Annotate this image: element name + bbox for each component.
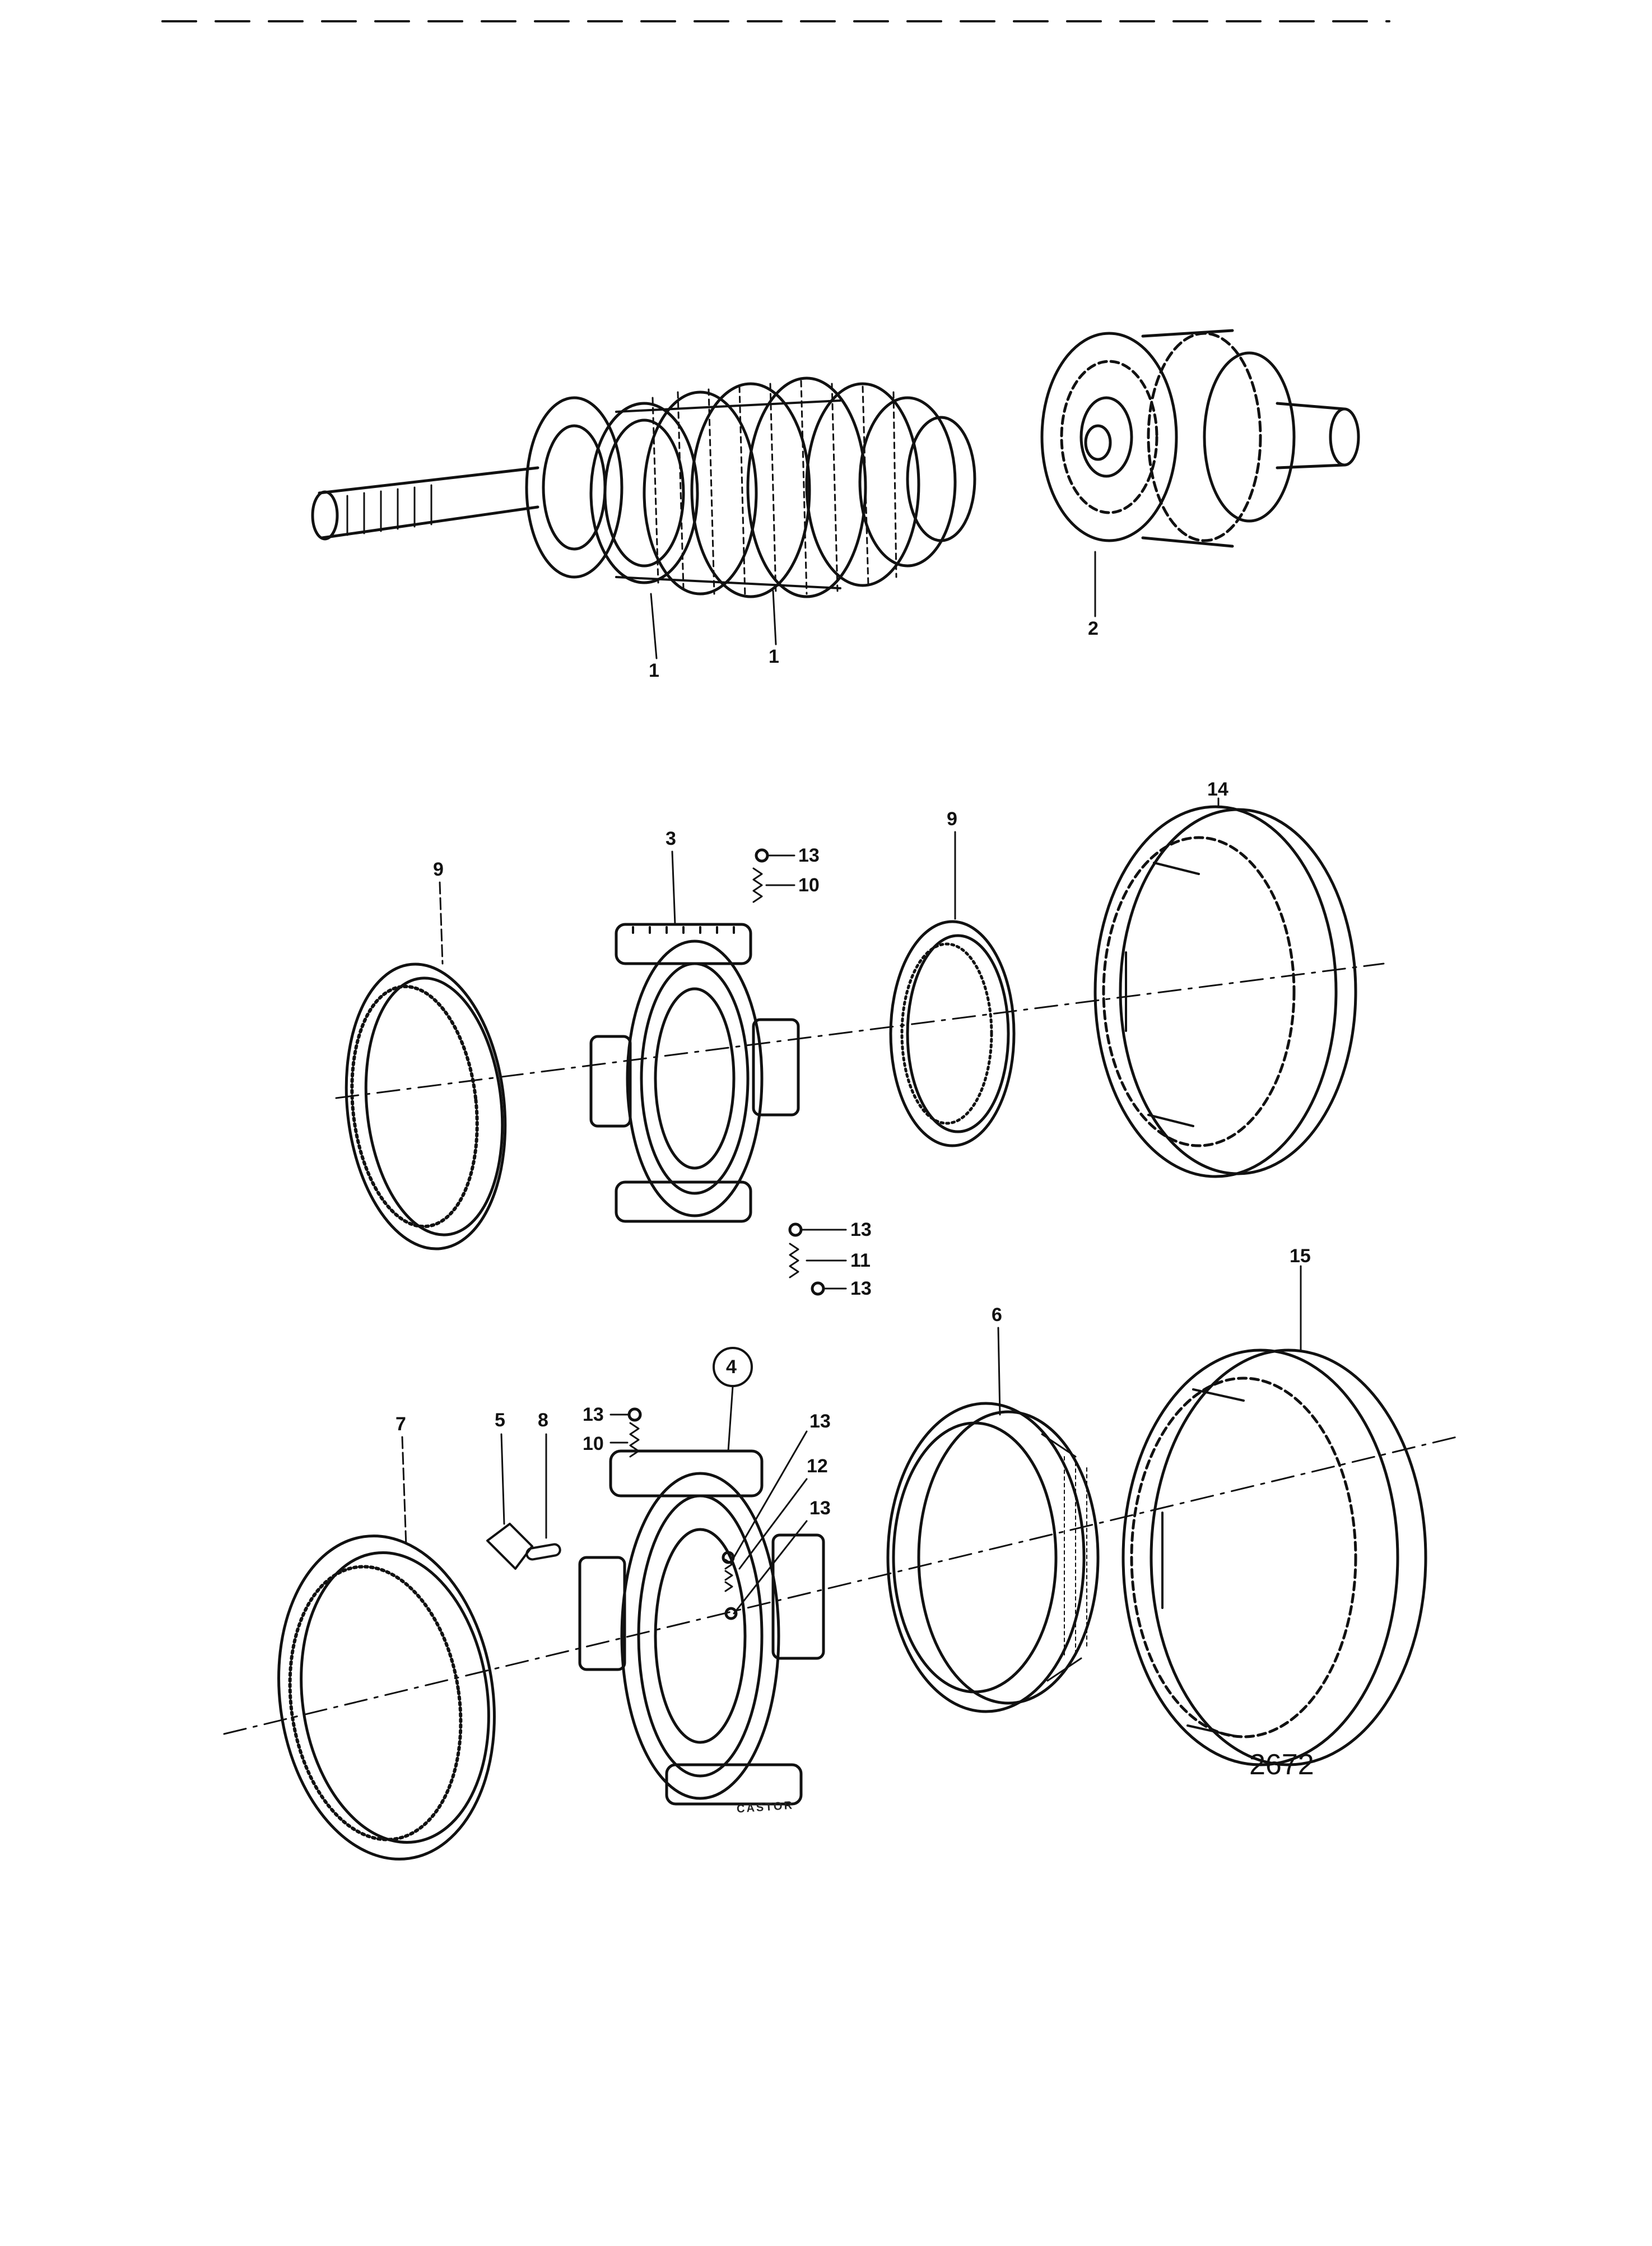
axis-line-middle [335,962,1385,1099]
callout-6: 6 [992,1304,1002,1326]
callout-8: 8 [538,1410,548,1431]
sleeve-15 [1122,1348,1427,1766]
leader-1b [772,590,777,645]
ball-13-c [811,1281,825,1296]
callout-9-right: 9 [947,808,957,830]
callout-13-b: 13 [850,1219,872,1240]
output-gear-assembly [1040,329,1360,548]
main-shaft-assembly [311,376,976,598]
callout-7: 7 [395,1413,406,1435]
callout-1a: 1 [649,660,659,681]
leader-5 [500,1433,505,1525]
synchro-ring-7 [277,1534,496,1861]
callout-2: 2 [1088,618,1099,639]
callout-15: 15 [1290,1245,1311,1267]
callout-5: 5 [495,1410,505,1431]
leader-3 [671,850,676,926]
synchro-ring-6 [886,1402,1100,1713]
leader-6 [997,1327,1001,1416]
leader-13-e [733,1430,808,1559]
callout-11: 11 [850,1250,871,1271]
callout-13-a: 13 [798,845,820,866]
callout-10-bottom: 10 [583,1433,604,1454]
callout-13-c: 13 [850,1278,872,1299]
axis-line-bottom [223,1436,1458,1735]
synchro-hub-3 [589,923,800,1223]
leader-7 [401,1436,407,1547]
leader-9-left [439,881,444,965]
callout-9-left: 9 [433,859,444,880]
callout-12: 12 [807,1456,828,1477]
ball-13-a [755,848,769,863]
leader-12 [738,1478,808,1570]
callout-1b: 1 [769,646,779,667]
synchro-ring-9-right [889,920,1016,1147]
synchro-ring-9-left [345,962,507,1250]
callout-13-d: 13 [583,1404,604,1425]
spring-10-b [629,1422,640,1458]
callout-14: 14 [1207,779,1228,800]
spring-11 [789,1243,799,1278]
figure-number: 2672 [1249,1749,1314,1781]
callout-3: 3 [666,828,676,849]
callout-4: 4 [726,1356,737,1378]
callout-13-e: 13 [809,1411,831,1432]
synchro-hub-4 [578,1449,825,1806]
pin-5 [486,1523,533,1570]
callout-13-f: 13 [809,1498,831,1519]
sleeve-14 [1093,805,1357,1178]
leader-13-f [733,1520,808,1615]
ball-13-d [627,1407,642,1422]
spring-10 [752,867,763,903]
ball-13-b [788,1222,803,1237]
leader-4 [727,1385,734,1452]
callout-10-middle: 10 [798,875,820,896]
leader-1a [650,593,658,659]
pin-8 [525,1543,561,1561]
